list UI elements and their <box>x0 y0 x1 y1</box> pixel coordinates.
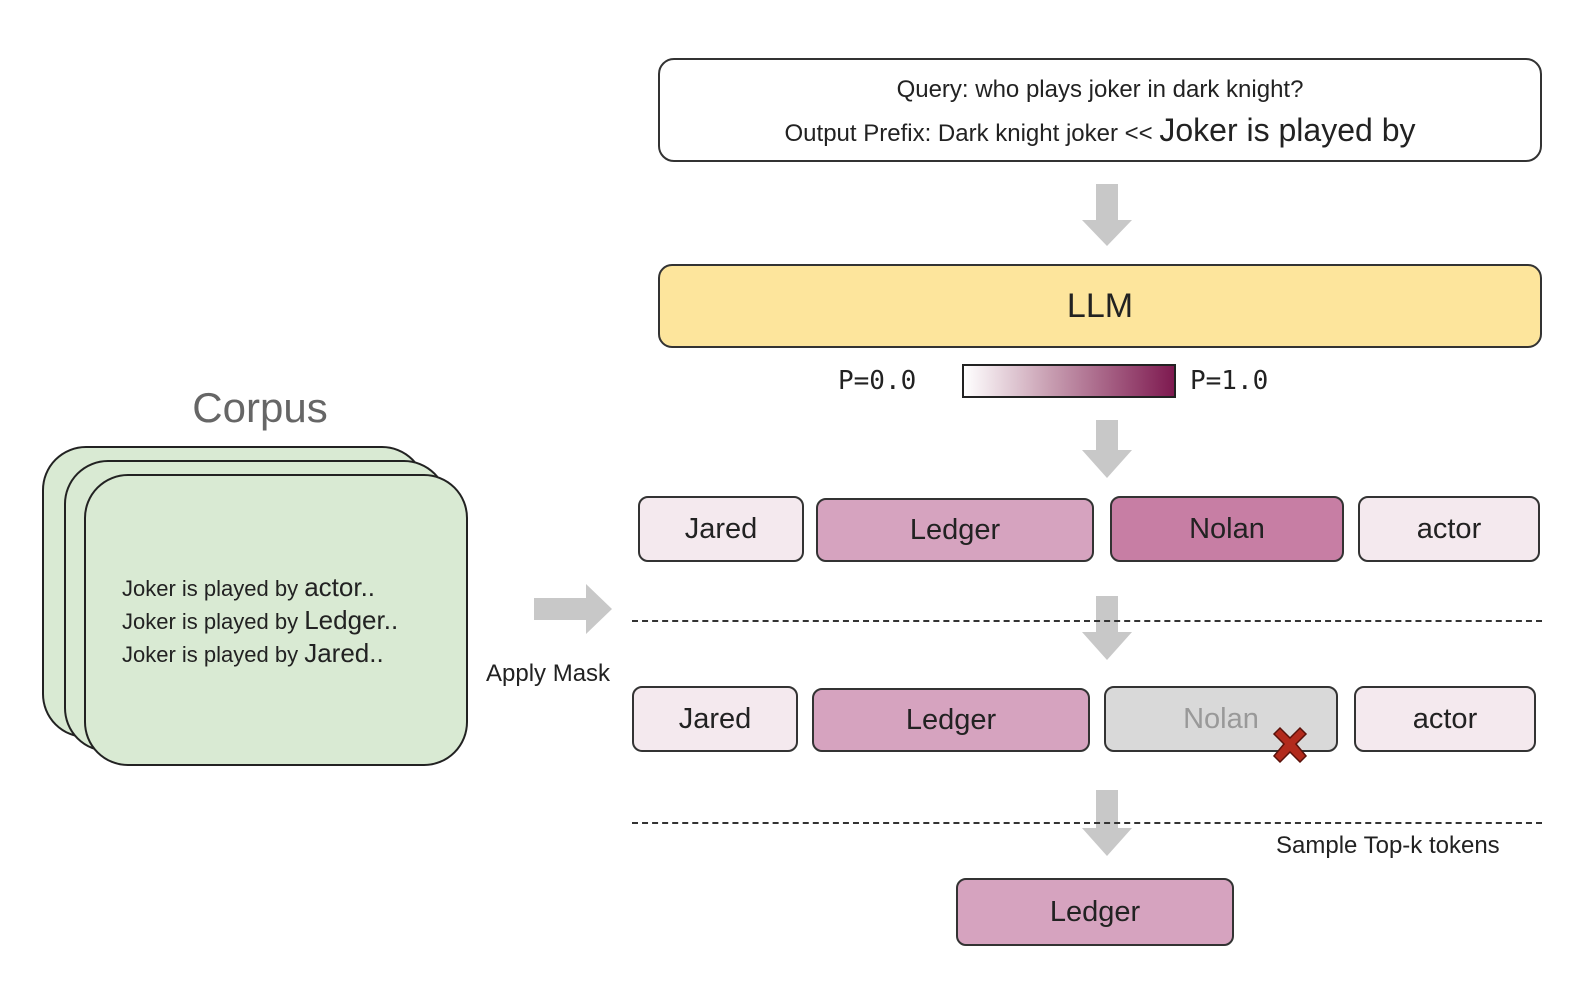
sample-topk-label: Sample Top-k tokens <box>1276 832 1500 859</box>
corpus-line-token: Ledger.. <box>304 605 399 635</box>
corpus-line-prefix: Joker is played by <box>122 609 299 634</box>
cross-mark-icon <box>1272 726 1308 764</box>
token-actor: actor <box>1358 496 1540 562</box>
masked-token-actor: actor <box>1354 686 1536 752</box>
down-arrow-icon <box>1082 420 1132 478</box>
corpus-line-token: Jared.. <box>304 638 384 668</box>
corpus-line-3: Joker is played by Jared.. <box>122 638 384 669</box>
output-prefix-continuation: Joker is played by <box>1159 112 1416 148</box>
llm-box: LLM <box>658 264 1542 348</box>
corpus-line-prefix: Joker is played by <box>122 642 299 667</box>
probability-gradient <box>962 364 1176 398</box>
query-box: Query: who plays joker in dark knight? O… <box>658 58 1542 162</box>
selected-token-ledger: Ledger <box>956 878 1234 946</box>
probability-min-label: P=0.0 <box>838 366 917 396</box>
down-arrow-icon <box>1082 596 1132 660</box>
query-text: Query: who plays joker in dark knight? <box>896 76 1304 103</box>
probability-max-label: P=1.0 <box>1190 366 1269 396</box>
token-ledger: Ledger <box>816 498 1094 562</box>
corpus-line-token: actor.. <box>304 572 376 602</box>
down-arrow-icon <box>1082 184 1132 246</box>
token-nolan: Nolan <box>1110 496 1344 562</box>
right-arrow-icon <box>534 584 612 634</box>
output-prefix: Output Prefix: Dark knight joker << Joke… <box>660 112 1540 149</box>
separator-line <box>632 822 1542 824</box>
masked-token-jared: Jared <box>632 686 798 752</box>
corpus-line-1: Joker is played by actor.. <box>122 572 375 603</box>
apply-mask-label: Apply Mask <box>486 660 611 687</box>
separator-line <box>632 620 1542 622</box>
masked-token-ledger: Ledger <box>812 688 1090 752</box>
output-prefix-label: Output Prefix: Dark knight joker << <box>784 120 1153 147</box>
corpus-card-front <box>84 474 468 766</box>
corpus-line-2: Joker is played by Ledger.. <box>122 605 398 636</box>
corpus-line-prefix: Joker is played by <box>122 576 299 601</box>
corpus-title: Corpus <box>192 384 328 431</box>
token-jared: Jared <box>638 496 804 562</box>
